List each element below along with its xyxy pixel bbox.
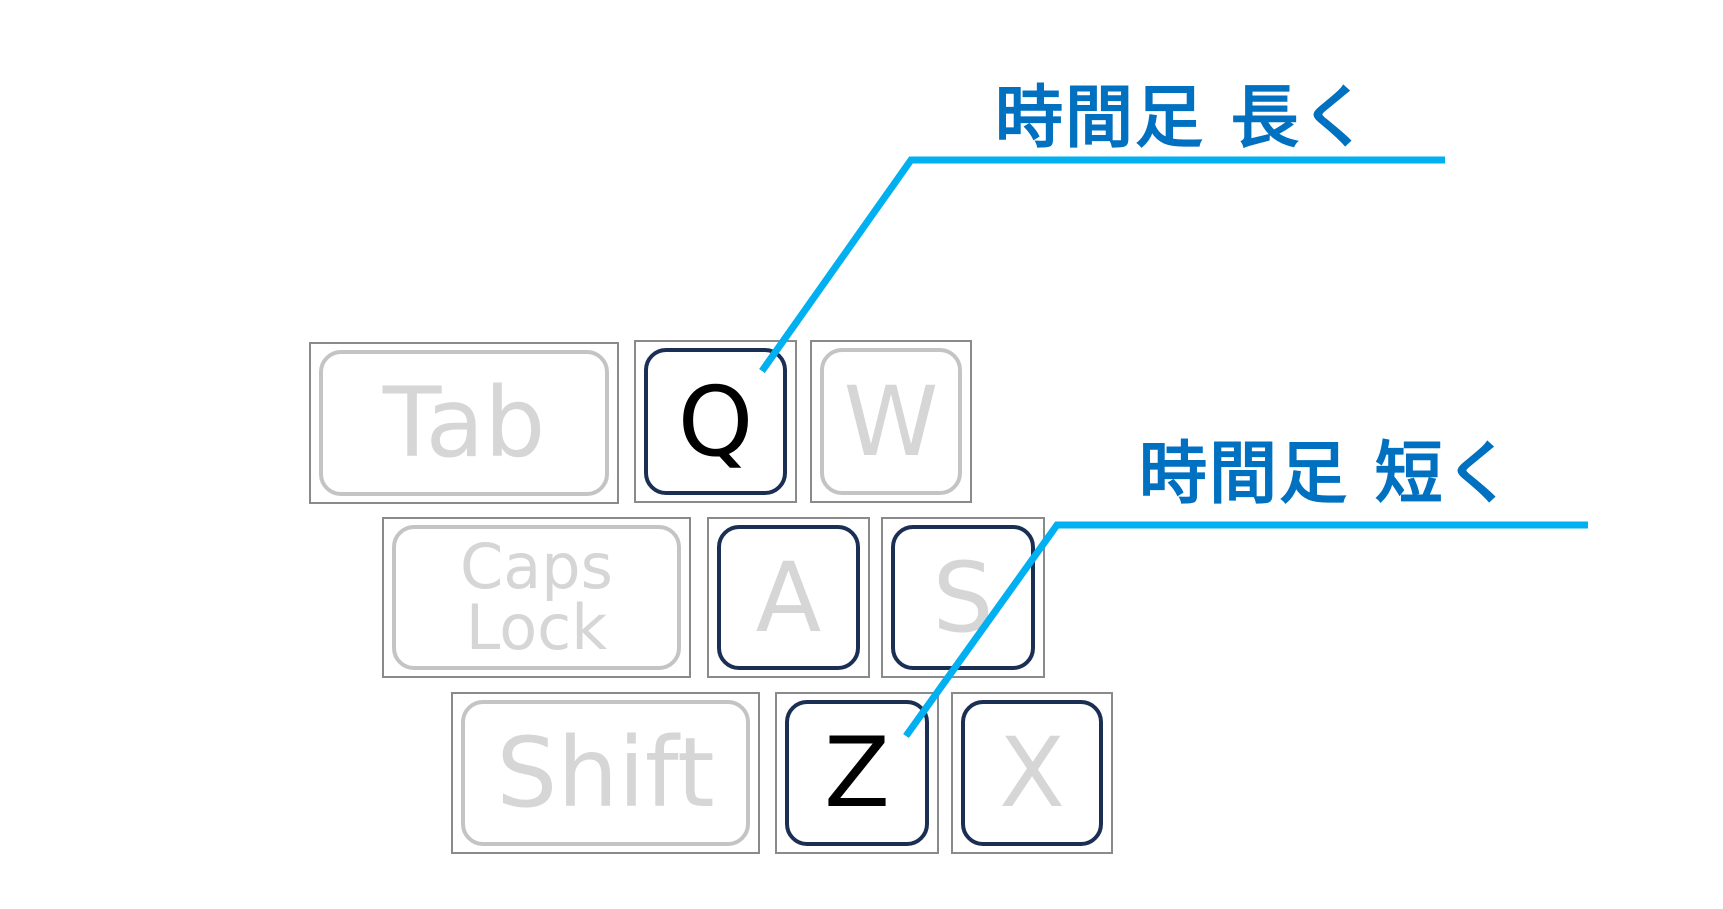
label-timeframe-longer: 時間足 長く: [995, 79, 1371, 158]
key-x: X: [951, 692, 1113, 854]
key-x-label: X: [999, 717, 1065, 829]
key-w: W: [810, 340, 972, 503]
caps-line2: Lock: [465, 590, 608, 664]
key-a: A: [707, 517, 870, 678]
key-shift-label: Shift: [496, 717, 715, 829]
key-q: Q: [634, 340, 797, 503]
key-shift: Shift: [451, 692, 760, 854]
key-w-label: W: [843, 365, 939, 478]
key-q-label: Q: [677, 365, 754, 478]
label-timeframe-shorter: 時間足 短く: [1139, 435, 1515, 514]
leader-line-short: [903, 521, 1588, 739]
key-tab: Tab: [309, 342, 619, 504]
key-z-label: Z: [824, 717, 890, 829]
caps-line1: Caps: [460, 529, 613, 603]
key-tab-label: Tab: [382, 367, 546, 479]
key-z: Z: [775, 692, 939, 854]
key-a-label: A: [755, 541, 822, 654]
leader-line-long: [759, 156, 1445, 374]
